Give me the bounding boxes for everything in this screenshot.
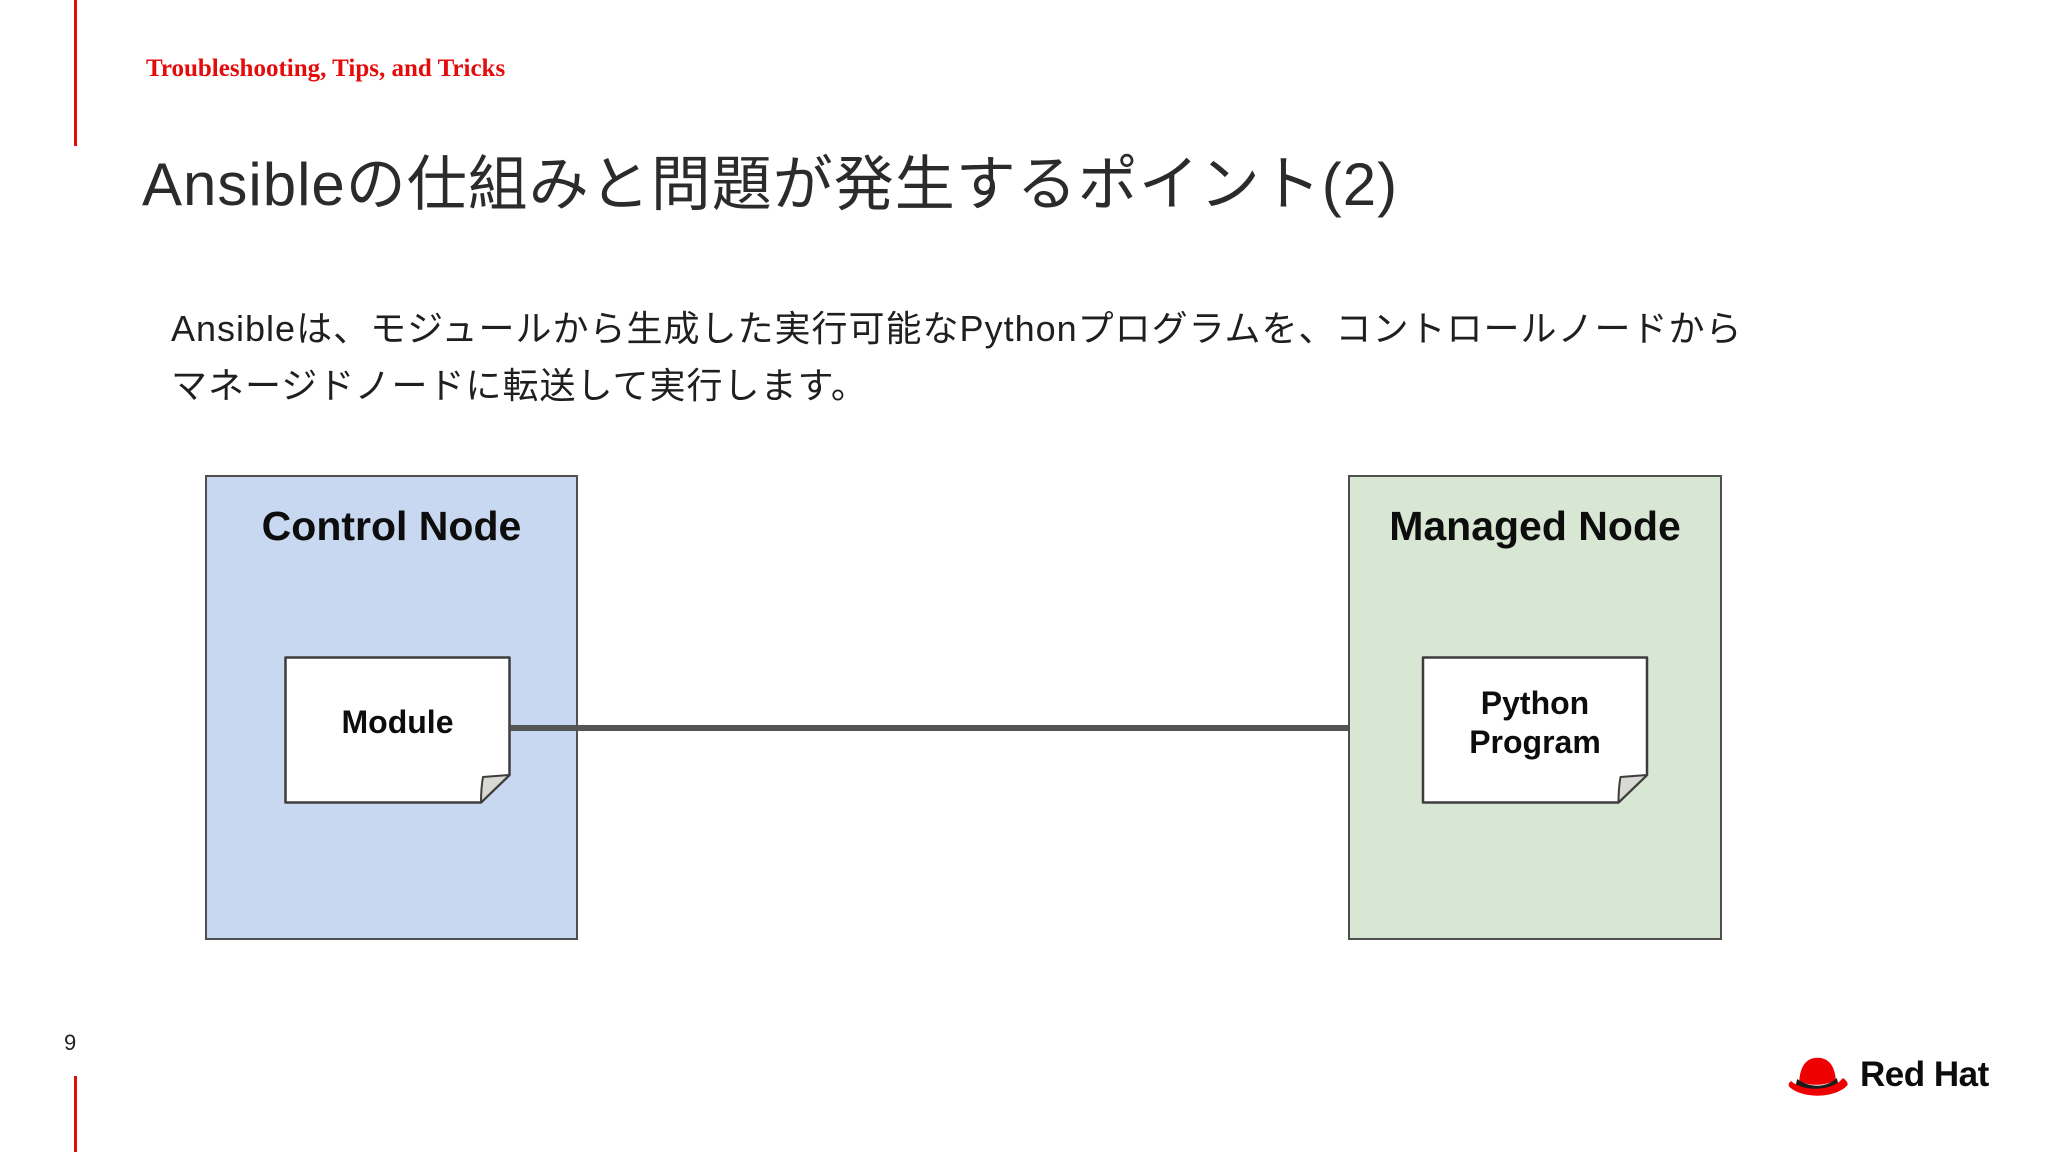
document-shape-icon [284,656,511,804]
slide-body-line2: マネージドノードに転送して実行します。 [171,365,868,406]
slide-body-line1: Ansibleは、モジュールから生成した実行可能なPythonプログラムを、コン… [171,308,1743,349]
managed-node-box: Managed Node Python Program [1348,475,1722,940]
python-program-document: Python Program [1421,656,1649,804]
module-document-label: Module [341,704,454,741]
control-node-label: Control Node [261,503,522,549]
redhat-fedora-icon [1788,1057,1848,1096]
python-program-document-label: Python Program [1469,684,1601,760]
page-number: 9 [64,1030,77,1055]
top-red-rule [74,0,77,146]
module-document: Module [284,656,511,804]
transfer-arrow [510,714,1421,742]
control-node-box: Control Node Module [205,475,578,940]
slide-title: Ansibleの仕組みと問題が発生するポイント(2) [142,151,1399,218]
slide-eyebrow: Troubleshooting, Tips, and Tricks [146,55,506,82]
redhat-logo: Red Hat [1784,1044,1989,1106]
bottom-red-rule [74,1076,77,1152]
redhat-wordmark: Red Hat [1860,1055,1989,1094]
slide-body: Ansibleは、モジュールから生成した実行可能なPythonプログラムを、コン… [171,300,1743,414]
managed-node-label: Managed Node [1389,503,1681,549]
document-shape-icon [1421,656,1649,804]
